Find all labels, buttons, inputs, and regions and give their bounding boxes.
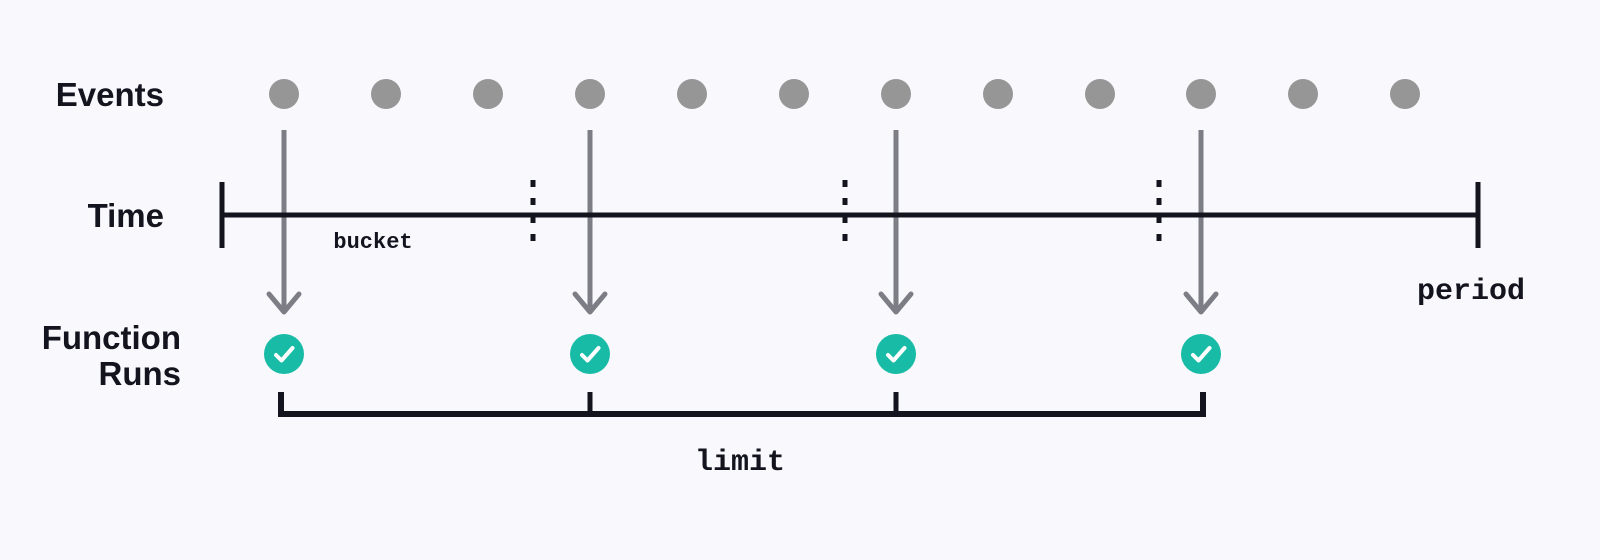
- trigger-arrow-group: [266, 130, 1219, 315]
- trigger-arrow: [572, 130, 608, 315]
- bucket-annotation-label: bucket: [333, 230, 412, 255]
- event-dot: [677, 79, 707, 109]
- function-run-marker: [876, 334, 916, 374]
- run-circle: [570, 334, 610, 374]
- event-dot: [269, 79, 299, 109]
- bucket-divider-group: [530, 180, 1162, 250]
- event-dot: [473, 79, 503, 109]
- arrow-head: [878, 291, 914, 315]
- limit-bracket: [278, 392, 1206, 417]
- function-run-marker: [1181, 334, 1221, 374]
- limit-annotation-label: limit: [695, 446, 785, 480]
- function-runs-row-label-line1: Function: [42, 319, 181, 356]
- period-annotation-label: period: [1417, 275, 1525, 309]
- trigger-arrow: [1183, 130, 1219, 315]
- event-dot: [371, 79, 401, 109]
- function-run-marker: [570, 334, 610, 374]
- event-dot: [1186, 79, 1216, 109]
- check-icon: [580, 346, 601, 363]
- event-dot: [575, 79, 605, 109]
- check-icon: [274, 346, 295, 363]
- limit-bracket-path: [278, 392, 1206, 417]
- time-axis: [219, 182, 1481, 248]
- event-dot: [1085, 79, 1115, 109]
- function-run-group: [264, 334, 1221, 374]
- event-dot: [1288, 79, 1318, 109]
- check-icon: [886, 346, 907, 363]
- arrow-head: [266, 291, 302, 315]
- function-run-marker: [264, 334, 304, 374]
- event-dot: [983, 79, 1013, 109]
- arrow-head: [572, 291, 608, 315]
- check-icon: [1191, 346, 1212, 363]
- arrow-head: [1183, 291, 1219, 315]
- events-row-label: Events: [56, 76, 164, 113]
- event-dot-group: [269, 79, 1420, 109]
- run-circle: [264, 334, 304, 374]
- run-circle: [876, 334, 916, 374]
- event-dot: [779, 79, 809, 109]
- event-dot: [1390, 79, 1420, 109]
- trigger-arrow: [878, 130, 914, 315]
- event-dot: [881, 79, 911, 109]
- run-circle: [1181, 334, 1221, 374]
- time-row-label: Time: [88, 197, 164, 234]
- trigger-arrow: [266, 130, 302, 315]
- function-runs-row-label-line2: Runs: [99, 355, 182, 392]
